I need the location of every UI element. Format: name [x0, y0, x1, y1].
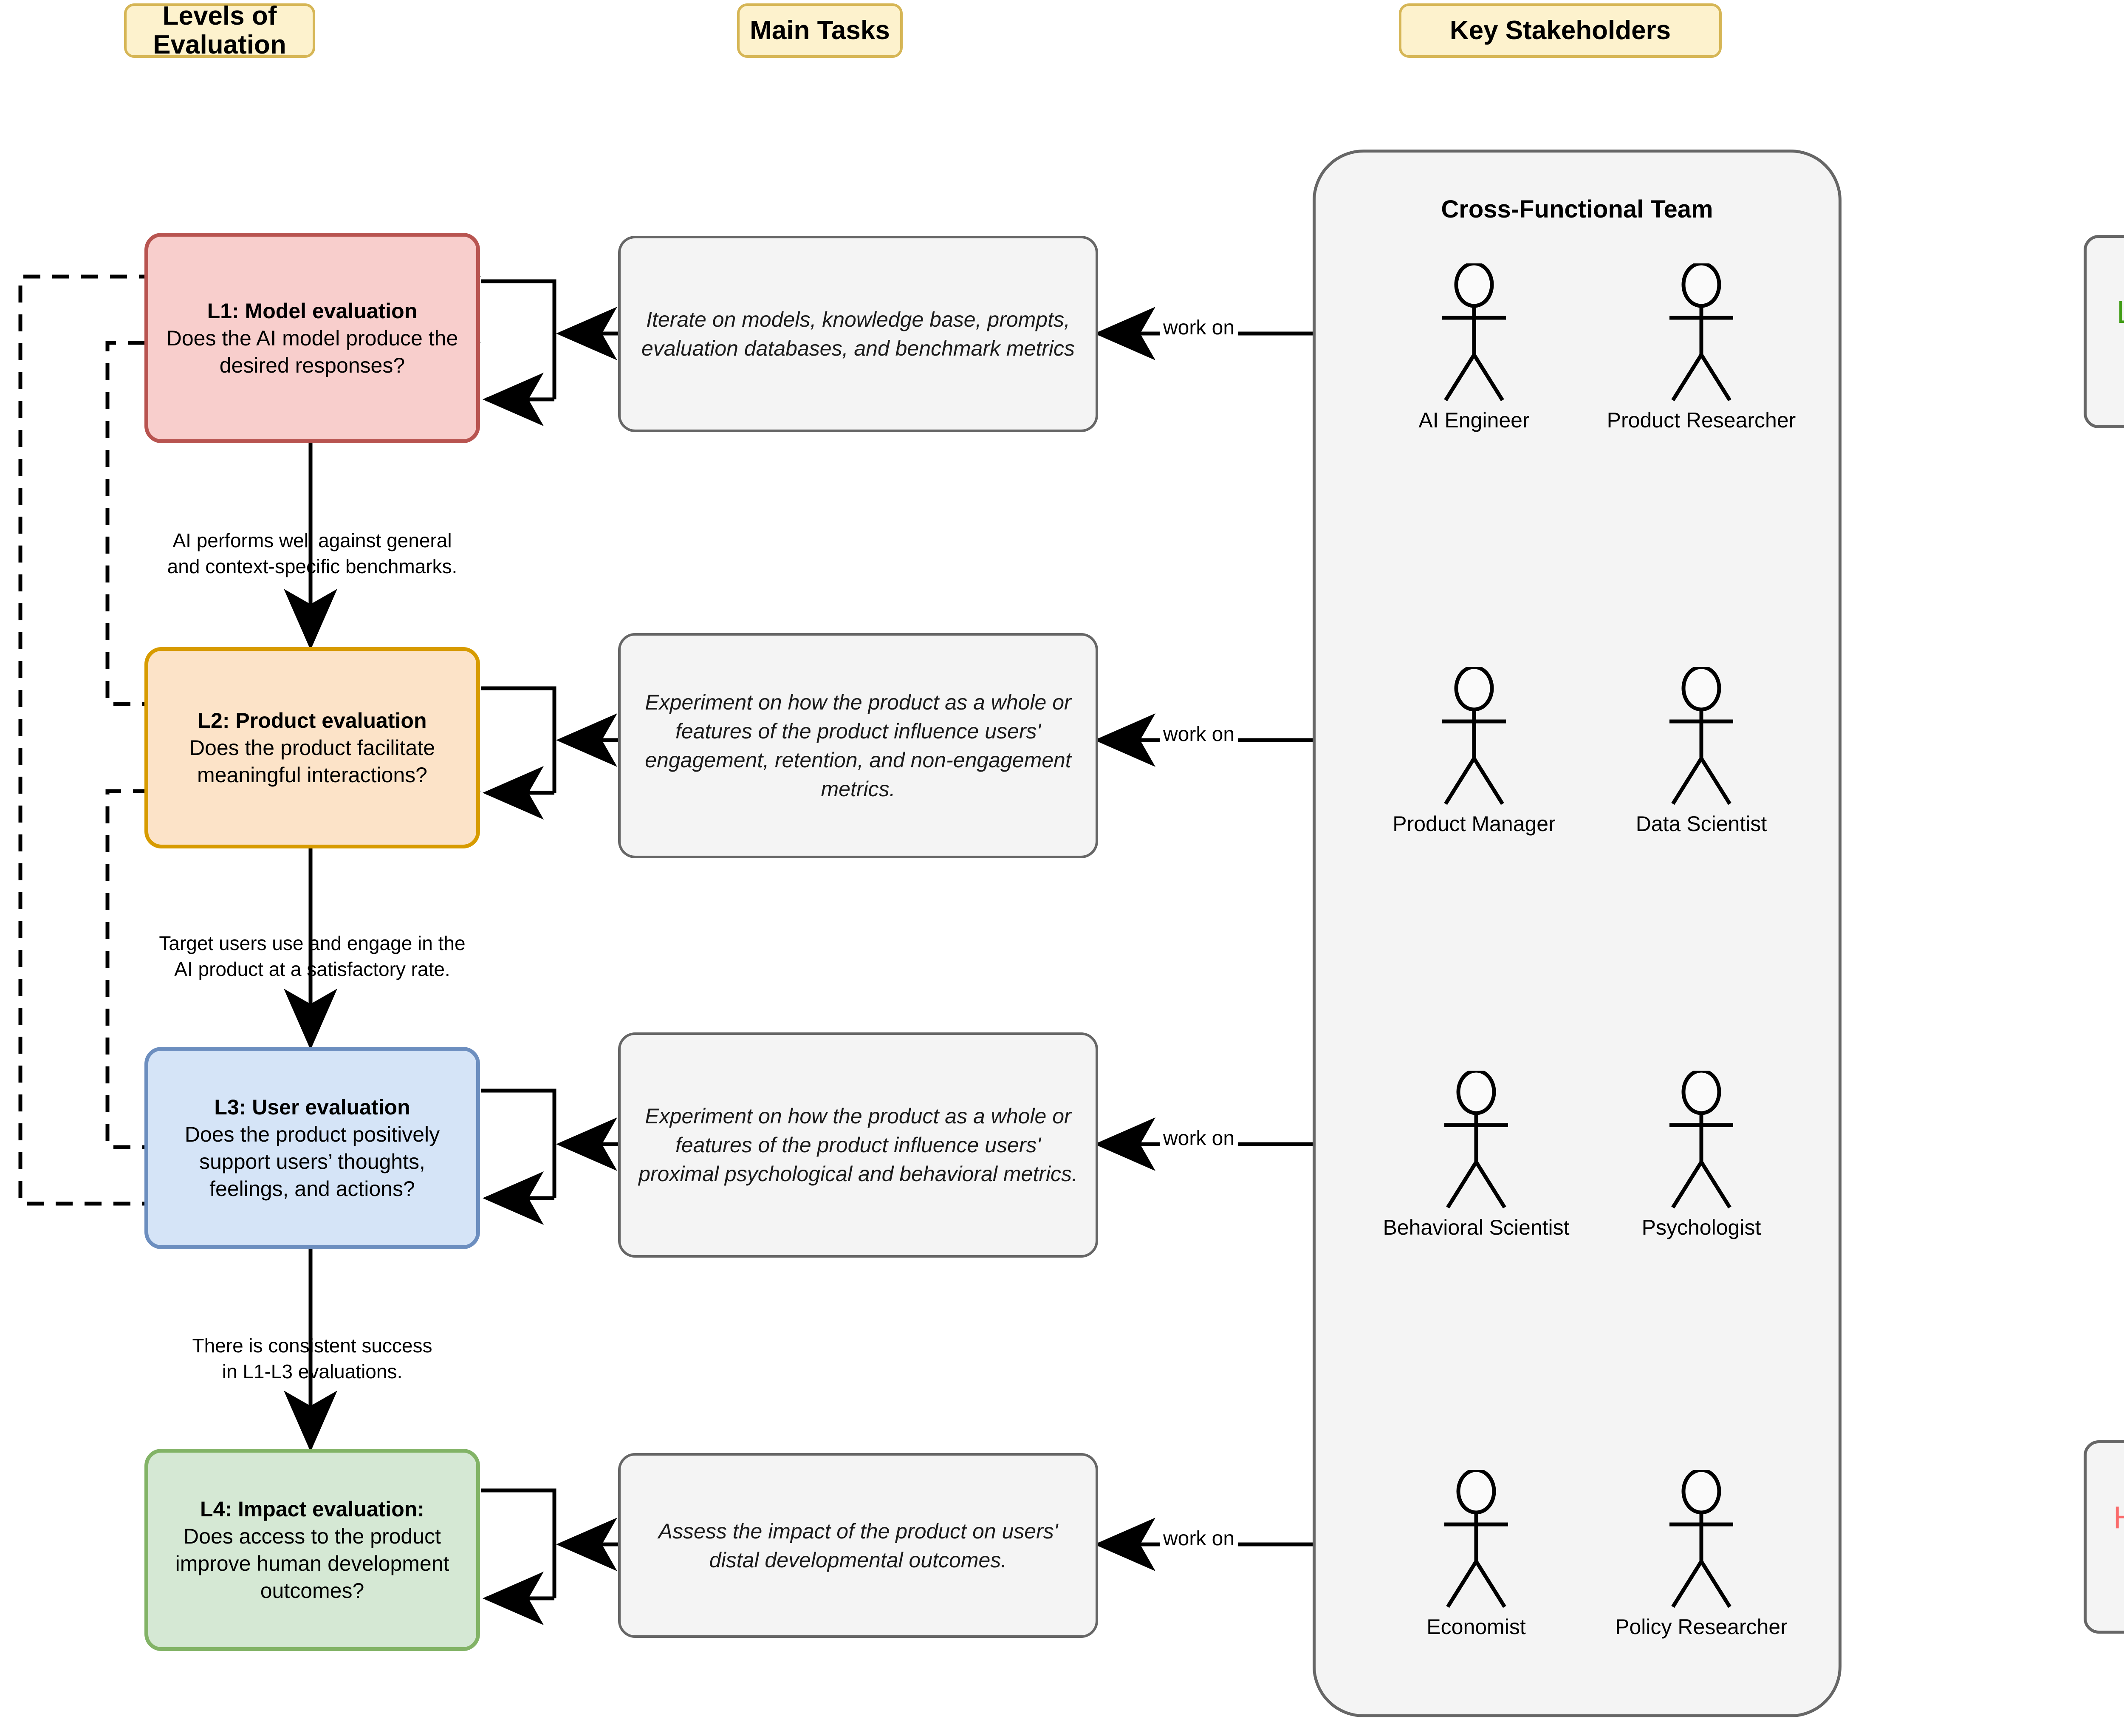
work-on-label-4-text: work on — [1163, 1527, 1235, 1550]
work-on-label-1-text: work on — [1163, 317, 1235, 339]
work-on-label-3: work on — [1160, 1127, 1238, 1150]
cross-functional-team-title-text: Cross-Functional Team — [1441, 195, 1713, 223]
column-header-tasks-label: Main Tasks — [750, 15, 890, 45]
column-header-levels-label: Levels of Evaluation — [153, 1, 286, 59]
stakeholder-policy-researcher[interactable]: Policy Researcher — [1597, 1470, 1805, 1639]
transition-label-3-text: There is consistent success in L1-L3 eva… — [192, 1334, 432, 1383]
task-box-2-text: Experiment on how the product as a whole… — [645, 690, 1071, 801]
eval-box-l3-title: L3: User evaluation — [214, 1095, 410, 1119]
stakeholder-ai-engineer-label: AI Engineer — [1418, 408, 1530, 432]
task-box-2[interactable]: Experiment on how the product as a whole… — [618, 633, 1098, 858]
task-box-3-text: Experiment on how the product as a whole… — [638, 1104, 1078, 1186]
stakeholder-data-scientist-label: Data Scientist — [1635, 812, 1767, 836]
eval-box-l4-title: L4: Impact evaluation: — [200, 1497, 424, 1521]
person-icon — [1444, 1470, 1508, 1608]
work-on-label-1: work on — [1160, 316, 1238, 339]
eval-box-l4-body: Does access to the product improve human… — [175, 1524, 449, 1603]
stakeholder-product-manager-label: Product Manager — [1392, 812, 1556, 836]
person-icon — [1442, 263, 1506, 401]
transition-label-2-text: Target users use and engage in the AI pr… — [159, 932, 466, 981]
task-box-1-text: Iterate on models, knowledge base, promp… — [641, 308, 1075, 360]
work-on-label-4: work on — [1160, 1527, 1238, 1550]
column-header-tasks: Main Tasks — [737, 3, 903, 58]
implication-box-lower-cost-text: Lower cost, risk, and time spent — [2098, 293, 2124, 370]
transition-label-1-text: AI performs well against general and con… — [167, 529, 458, 578]
stakeholder-psychologist-label: Psychologist — [1641, 1216, 1761, 1239]
person-icon — [1669, 667, 1733, 805]
column-header-stakeholders-label: Key Stakeholders — [1449, 15, 1671, 45]
stakeholder-ai-engineer[interactable]: AI Engineer — [1385, 263, 1563, 433]
transition-label-3: There is consistent success in L1-L3 eva… — [123, 1306, 501, 1385]
eval-box-l2[interactable]: L2: Product evaluation Does the product … — [144, 647, 480, 848]
eval-box-l3[interactable]: L3: User evaluation Does the product pos… — [144, 1047, 480, 1249]
eval-box-l1-body: Does the AI model produce the desired re… — [166, 326, 458, 377]
cross-functional-team-title: Cross-Functional Team — [1316, 195, 1839, 223]
stakeholder-product-researcher-label: Product Researcher — [1607, 408, 1796, 432]
person-icon — [1444, 1071, 1508, 1209]
stakeholder-product-researcher[interactable]: Product Researcher — [1595, 263, 1808, 433]
person-icon — [1442, 667, 1506, 805]
person-icon — [1669, 1071, 1733, 1209]
stakeholder-behavioral-scientist[interactable]: Behavioral Scientist — [1376, 1071, 1576, 1240]
person-icon — [1669, 263, 1733, 401]
implication-box-higher-cost-text: Higher cost, risk, and time spent — [2098, 1499, 2124, 1575]
column-header-levels: Levels of Evaluation — [124, 1, 315, 59]
eval-box-l3-body: Does the product positively support user… — [184, 1122, 440, 1201]
cross-functional-team-container[interactable]: Cross-Functional Team — [1313, 150, 1842, 1717]
eval-box-l2-title: L2: Product evaluation — [198, 709, 427, 732]
implication-box-higher-cost[interactable]: Higher cost, risk, and time spent — [2084, 1440, 2124, 1634]
transition-label-1: AI performs well against general and con… — [123, 501, 501, 580]
column-header-stakeholders: Key Stakeholders — [1399, 3, 1722, 58]
implication-box-lower-cost[interactable]: Lower cost, risk, and time spent — [2084, 235, 2124, 428]
stakeholder-policy-researcher-label: Policy Researcher — [1615, 1615, 1788, 1639]
eval-box-l1[interactable]: L1: Model evaluation Does the AI model p… — [144, 233, 480, 443]
eval-box-l4[interactable]: L4: Impact evaluation: Does access to th… — [144, 1449, 480, 1651]
task-box-1[interactable]: Iterate on models, knowledge base, promp… — [618, 236, 1098, 432]
task-box-4-text: Assess the impact of the product on user… — [658, 1519, 1058, 1572]
stakeholder-psychologist[interactable]: Psychologist — [1610, 1071, 1793, 1240]
stakeholder-product-manager[interactable]: Product Manager — [1385, 667, 1563, 836]
eval-box-l1-title: L1: Model evaluation — [207, 299, 418, 323]
stakeholder-data-scientist[interactable]: Data Scientist — [1595, 667, 1808, 836]
eval-box-l2-body: Does the product facilitate meaningful i… — [189, 736, 435, 787]
person-icon — [1669, 1470, 1733, 1608]
stakeholder-economist[interactable]: Economist — [1387, 1470, 1565, 1639]
task-box-3[interactable]: Experiment on how the product as a whole… — [618, 1032, 1098, 1258]
work-on-label-2-text: work on — [1163, 723, 1235, 746]
stakeholder-economist-label: Economist — [1426, 1615, 1526, 1639]
work-on-label-2: work on — [1160, 723, 1238, 746]
stakeholder-behavioral-scientist-label: Behavioral Scientist — [1383, 1216, 1570, 1239]
transition-label-2: Target users use and engage in the AI pr… — [123, 904, 501, 983]
work-on-label-3-text: work on — [1163, 1127, 1235, 1150]
task-box-4[interactable]: Assess the impact of the product on user… — [618, 1453, 1098, 1638]
